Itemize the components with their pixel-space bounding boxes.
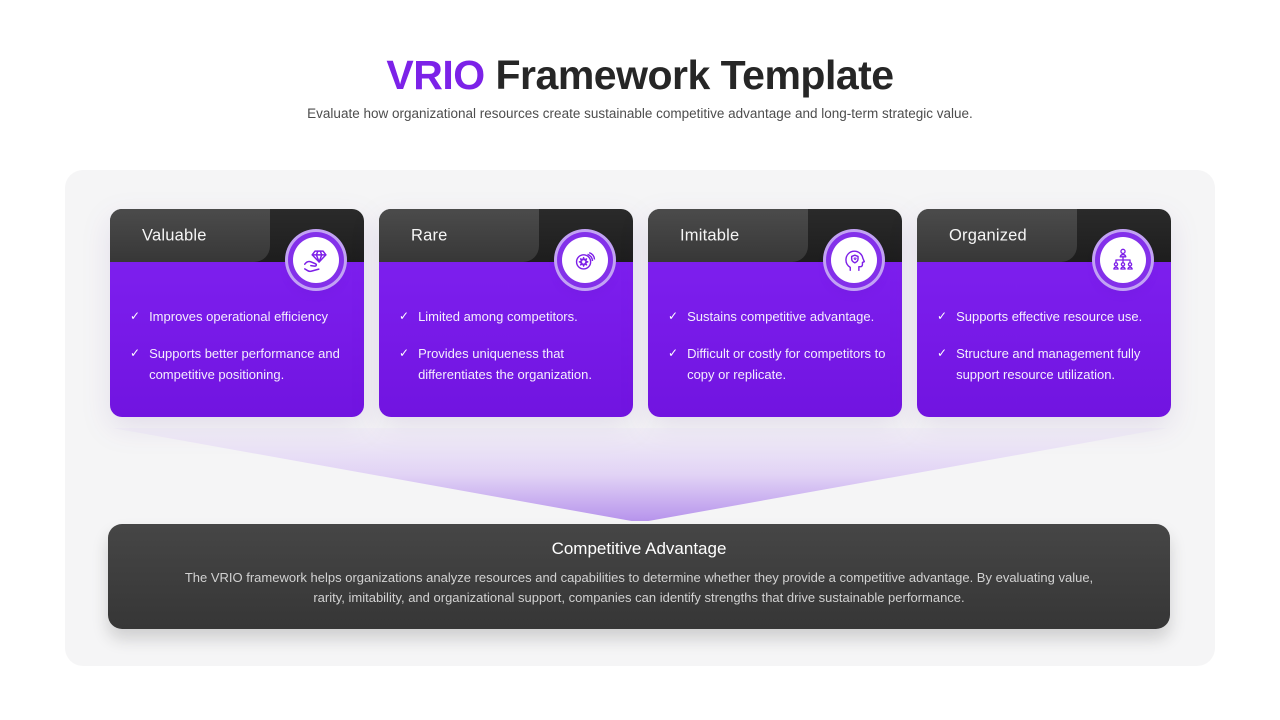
point-text: Limited among competitors.: [418, 309, 578, 324]
point-text: Improves operational efficiency: [149, 309, 329, 324]
card-organized-header-panel: [917, 209, 1078, 262]
list-item: ✓ Difficult or costly for competitors to…: [668, 343, 888, 385]
list-item: ✓ Structure and management fully support…: [937, 343, 1157, 385]
check-icon: ✓: [937, 346, 948, 360]
cards-row: Valuable ✓ Improves operational efficien…: [110, 209, 1171, 417]
list-item: ✓ Limited among competitors.: [399, 306, 619, 327]
point-text: Supports better performance and competit…: [149, 346, 340, 382]
card-valuable-header-panel: [110, 209, 271, 262]
check-icon: ✓: [130, 309, 141, 323]
card-organized: Organized ✓ Supports effective resource …: [917, 209, 1171, 417]
card-organized-body: ✓ Supports effective resource use. ✓ Str…: [917, 262, 1171, 417]
card-rare: Rare ✓ Limited among competitors. ✓ Prov…: [379, 209, 633, 417]
point-text: Difficult or costly for competitors to c…: [687, 346, 886, 382]
card-valuable-title: Valuable: [142, 226, 207, 244]
list-item: ✓ Improves operational efficiency: [130, 306, 350, 327]
list-item: ✓ Supports effective resource use.: [937, 306, 1157, 327]
card-imitable-header-panel: [648, 209, 809, 262]
funnel-arrow: [112, 428, 1168, 521]
card-rare-title: Rare: [411, 226, 448, 244]
check-icon: ✓: [668, 346, 679, 360]
point-text: Supports effective resource use.: [956, 309, 1143, 324]
card-valuable: Valuable ✓ Improves operational efficien…: [110, 209, 364, 417]
check-icon: ✓: [937, 309, 948, 323]
page-title: VRIO Framework Template: [0, 52, 1280, 99]
content-panel: Valuable ✓ Improves operational efficien…: [65, 170, 1215, 666]
summary-box: Competitive Advantage The VRIO framework…: [108, 524, 1170, 629]
point-text: Sustains competitive advantage.: [687, 309, 875, 324]
summary-title: Competitive Advantage: [551, 539, 727, 558]
card-organized-header: Organized: [917, 209, 1171, 262]
check-icon: ✓: [399, 309, 410, 323]
point-text: Structure and management fully support r…: [956, 346, 1141, 382]
point-text: Provides uniqueness that differentiates …: [418, 346, 592, 382]
card-rare-body: ✓ Limited among competitors. ✓ Provides …: [379, 262, 633, 417]
check-icon: ✓: [130, 346, 141, 360]
card-valuable-body: ✓ Improves operational efficiency ✓ Supp…: [110, 262, 364, 417]
head-shield-icon: [831, 237, 877, 283]
card-imitable: Imitable ✓ Sustains competitive advantag…: [648, 209, 902, 417]
org-chart-icon: [1100, 237, 1146, 283]
check-icon: ✓: [399, 346, 410, 360]
card-rare-header: Rare: [379, 209, 633, 262]
list-item: ✓ Sustains competitive advantage.: [668, 306, 888, 327]
check-icon: ✓: [668, 309, 679, 323]
card-imitable-body: ✓ Sustains competitive advantage. ✓ Diff…: [648, 262, 902, 417]
card-valuable-badge: [283, 227, 349, 293]
card-imitable-badge: [821, 227, 887, 293]
list-item: ✓ Provides uniqueness that differentiate…: [399, 343, 619, 385]
summary-description: The VRIO framework helps organizations a…: [184, 570, 1094, 605]
card-organized-title: Organized: [949, 226, 1027, 244]
card-organized-badge: [1090, 227, 1156, 293]
card-rare-badge: [552, 227, 618, 293]
page-title-rest: Framework Template: [484, 52, 895, 98]
card-rare-header-panel: [379, 209, 540, 262]
hand-diamond-icon: [293, 237, 339, 283]
coins-icon: [562, 237, 608, 283]
card-valuable-header: Valuable: [110, 209, 364, 262]
page-title-highlight: VRIO: [386, 52, 485, 98]
page-subtitle: Evaluate how organizational resources cr…: [307, 106, 973, 121]
card-imitable-title: Imitable: [680, 226, 740, 244]
list-item: ✓ Supports better performance and compet…: [130, 343, 350, 385]
